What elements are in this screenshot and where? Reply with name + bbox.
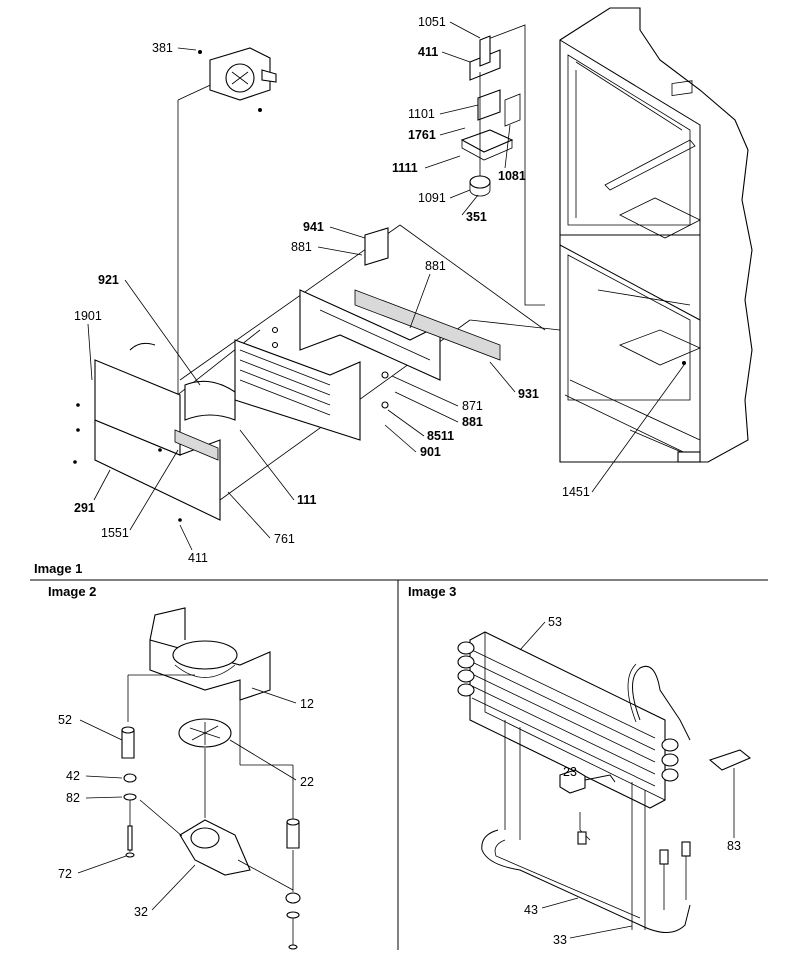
image3-evaporator-coil <box>457 631 752 933</box>
panel-title-image3: Image 3 <box>408 584 456 599</box>
callout-1761: 1761 <box>408 128 436 142</box>
image1-drawing <box>73 7 753 522</box>
callout-941: 941 <box>303 220 324 234</box>
callout-1111: 1111 <box>392 161 418 175</box>
callout-8511: 8511 <box>427 429 454 443</box>
callout-42: 42 <box>66 769 80 783</box>
callout-83: 83 <box>727 839 741 853</box>
callout-901: 901 <box>420 445 441 459</box>
callout-22: 22 <box>300 775 314 789</box>
refrigerator-cabinet <box>559 7 753 463</box>
evaporator-cover-panels <box>73 227 501 522</box>
callout-411-top: 411 <box>418 45 438 59</box>
callout-1081: 1081 <box>498 169 526 183</box>
callout-52: 52 <box>58 713 72 727</box>
callout-931: 931 <box>518 387 539 401</box>
callout-1051: 1051 <box>418 15 446 29</box>
callout-111: 111 <box>297 493 317 507</box>
callout-411-bottom: 411 <box>188 551 208 565</box>
callout-1101: 1101 <box>408 107 435 121</box>
callout-53: 53 <box>548 615 562 629</box>
panel-dividers <box>30 579 768 950</box>
callout-1551: 1551 <box>101 526 129 540</box>
callout-23: 23 <box>563 765 577 779</box>
callout-881-low: 881 <box>462 415 483 429</box>
callout-1901: 1901 <box>74 309 102 323</box>
callout-82: 82 <box>66 791 80 805</box>
callout-881-mid: 881 <box>425 259 446 273</box>
callout-33: 33 <box>553 933 567 947</box>
panel-title-image1: Image 1 <box>34 561 82 576</box>
callout-32: 32 <box>134 905 148 919</box>
image2-fan-assembly <box>121 607 301 950</box>
callout-1091: 1091 <box>418 191 446 205</box>
image1-callouts: 381 1051 411 1101 1761 1111 1081 1091 35… <box>74 15 685 565</box>
callout-12: 12 <box>300 697 314 711</box>
callout-43: 43 <box>524 903 538 917</box>
fan-motor-bracket-381 <box>198 47 277 112</box>
callout-921: 921 <box>98 273 119 287</box>
panel-title-image2: Image 2 <box>48 584 96 599</box>
callout-1451: 1451 <box>562 485 590 499</box>
image2-callouts: 12 52 22 42 82 72 32 <box>58 687 314 919</box>
callout-871: 871 <box>462 399 483 413</box>
callout-72: 72 <box>58 867 72 881</box>
image3-callouts: 53 23 83 43 33 <box>519 615 741 947</box>
callout-351: 351 <box>466 210 487 224</box>
callout-291: 291 <box>74 501 95 515</box>
callout-381: 381 <box>152 41 173 55</box>
callout-881-top: 881 <box>291 240 312 254</box>
callout-761: 761 <box>274 532 295 546</box>
damper-control-assembly <box>460 35 521 197</box>
